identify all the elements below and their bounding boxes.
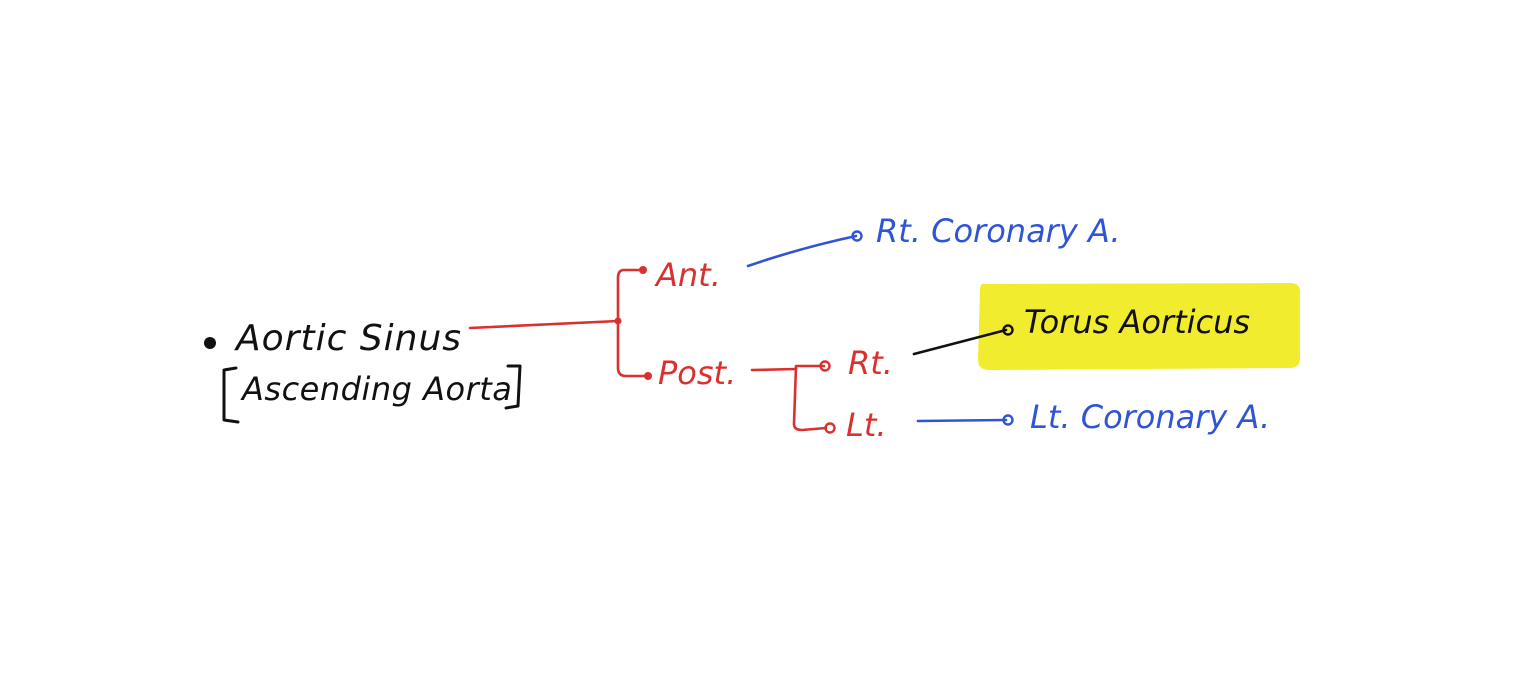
root-bullet-dot [204,337,216,349]
rt-label: Rt. [848,344,893,382]
post-node-dot [644,372,652,380]
left-bracket [222,366,240,424]
lt-to-lt-coronary-line [916,418,1008,423]
post-label: Post. [658,354,736,392]
lt-coronary-node-dot [1002,414,1014,426]
root-sublabel: Ascending Aorta [240,370,512,408]
ant-to-rt-coronary-line [746,234,858,268]
lt-node-dot [824,422,836,434]
rt-coronary-node-dot [851,230,863,242]
post-connector-line [750,367,798,372]
rt-lt-fork [792,364,828,432]
lt-coronary-label: Lt. Coronary A. [1030,398,1270,436]
highlight-box [978,283,1300,370]
root-connector-line [468,319,620,330]
rt-node-dot [819,360,831,372]
ant-node-dot [639,266,647,274]
torus-node-dot [1002,324,1014,336]
right-bracket [504,364,522,410]
rt-coronary-label: Rt. Coronary A. [876,212,1121,250]
torus-aorticus-label: Torus Aorticus [1024,303,1250,341]
rt-to-torus-line [912,328,1008,356]
root-label: Aortic Sinus [234,318,462,359]
ant-post-fork [616,268,648,378]
ant-label: Ant. [654,256,721,294]
lt-label: Lt. [846,406,887,444]
